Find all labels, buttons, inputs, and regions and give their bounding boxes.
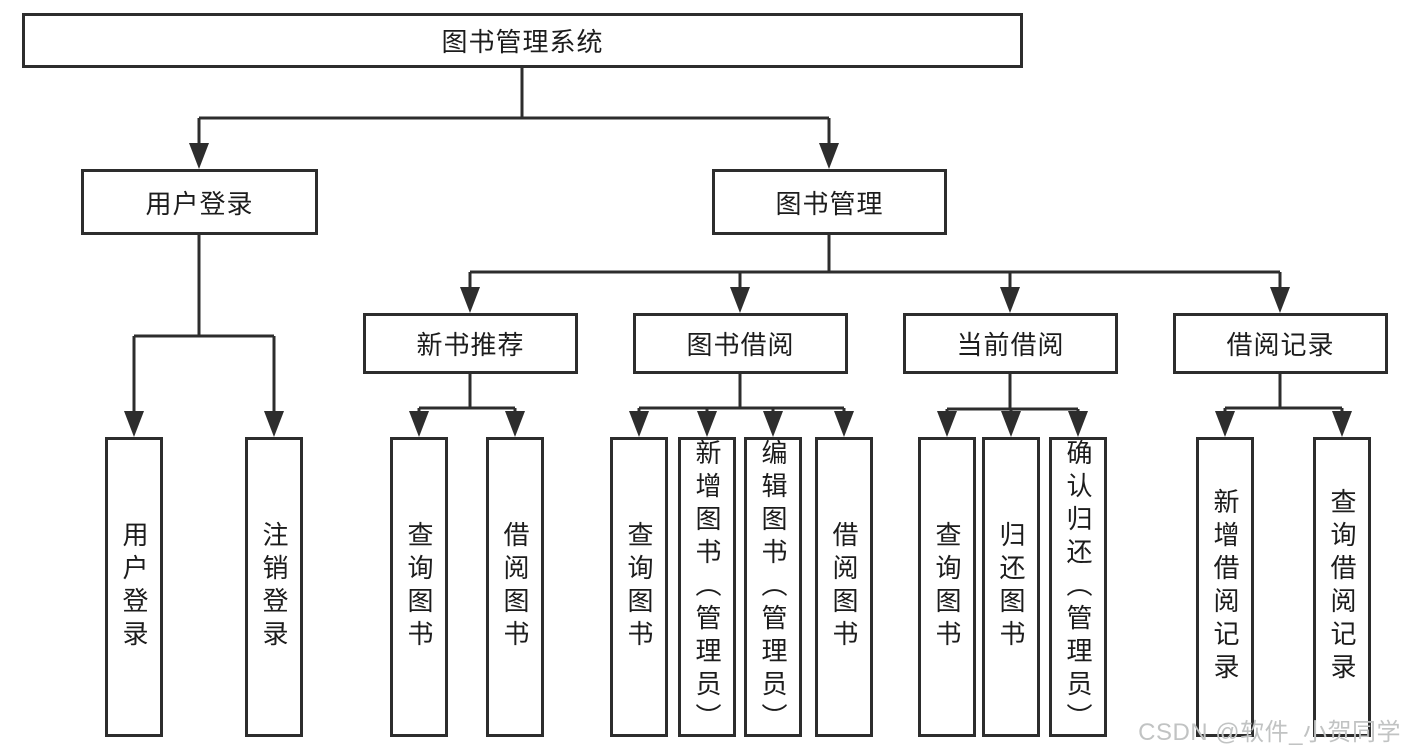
- csdn-watermark: CSDN @软件_小贺同学: [1138, 719, 1401, 746]
- node-current-borrowing: 当前借阅: [903, 313, 1118, 374]
- leaf-add-book-admin: 新增图书（管理员）: [678, 437, 736, 737]
- leaf-label: 用户登录: [119, 521, 149, 653]
- leaf-query-books-current: 查询图书: [918, 437, 976, 737]
- leaf-query-borrow-record: 查询借阅记录: [1313, 437, 1371, 737]
- node-library-management-system: 图书管理系统: [22, 13, 1023, 68]
- leaf-label: 注销登录: [259, 521, 289, 653]
- node-borrowing-records: 借阅记录: [1173, 313, 1388, 374]
- node-user-login: 用户登录: [81, 169, 318, 235]
- leaf-logout: 注销登录: [245, 437, 303, 737]
- node-book-management: 图书管理: [712, 169, 947, 235]
- leaf-label: 编辑图书（管理员）: [758, 438, 788, 736]
- leaf-label: 借阅图书: [829, 521, 859, 653]
- node-label: 借阅记录: [1226, 330, 1335, 360]
- node-label: 图书管理: [775, 188, 884, 219]
- node-label: 图书管理系统: [441, 27, 604, 57]
- leaf-return-book: 归还图书: [982, 437, 1040, 737]
- leaf-label: 新增借阅记录: [1210, 488, 1240, 686]
- leaf-label: 查询借阅记录: [1327, 488, 1357, 686]
- leaf-label: 归还图书: [996, 521, 1026, 653]
- leaf-label: 确认归还（管理员）: [1063, 438, 1093, 736]
- node-label: 用户登录: [145, 188, 254, 219]
- arrowheads: [124, 143, 1352, 437]
- leaf-borrow-books-recommend: 借阅图书: [486, 437, 544, 737]
- leaf-borrow-books-borrow: 借阅图书: [815, 437, 873, 737]
- node-book-borrowing: 图书借阅: [633, 313, 848, 374]
- leaf-confirm-return-admin: 确认归还（管理员）: [1049, 437, 1107, 737]
- node-new-book-recommendation: 新书推荐: [363, 313, 578, 374]
- leaf-edit-book-admin: 编辑图书（管理员）: [744, 437, 802, 737]
- leaf-label: 新增图书（管理员）: [692, 438, 722, 736]
- leaf-user-login: 用户登录: [105, 437, 163, 737]
- leaf-query-books-borrow: 查询图书: [610, 437, 668, 737]
- leaf-label: 查询图书: [932, 521, 962, 653]
- leaf-query-books-recommend: 查询图书: [390, 437, 448, 737]
- leaf-add-borrow-record: 新增借阅记录: [1196, 437, 1254, 737]
- leaf-label: 借阅图书: [500, 521, 530, 653]
- node-label: 图书借阅: [686, 330, 795, 360]
- node-label: 新书推荐: [416, 330, 525, 360]
- node-label: 当前借阅: [956, 330, 1065, 360]
- leaf-label: 查询图书: [624, 521, 654, 653]
- leaf-label: 查询图书: [404, 521, 434, 653]
